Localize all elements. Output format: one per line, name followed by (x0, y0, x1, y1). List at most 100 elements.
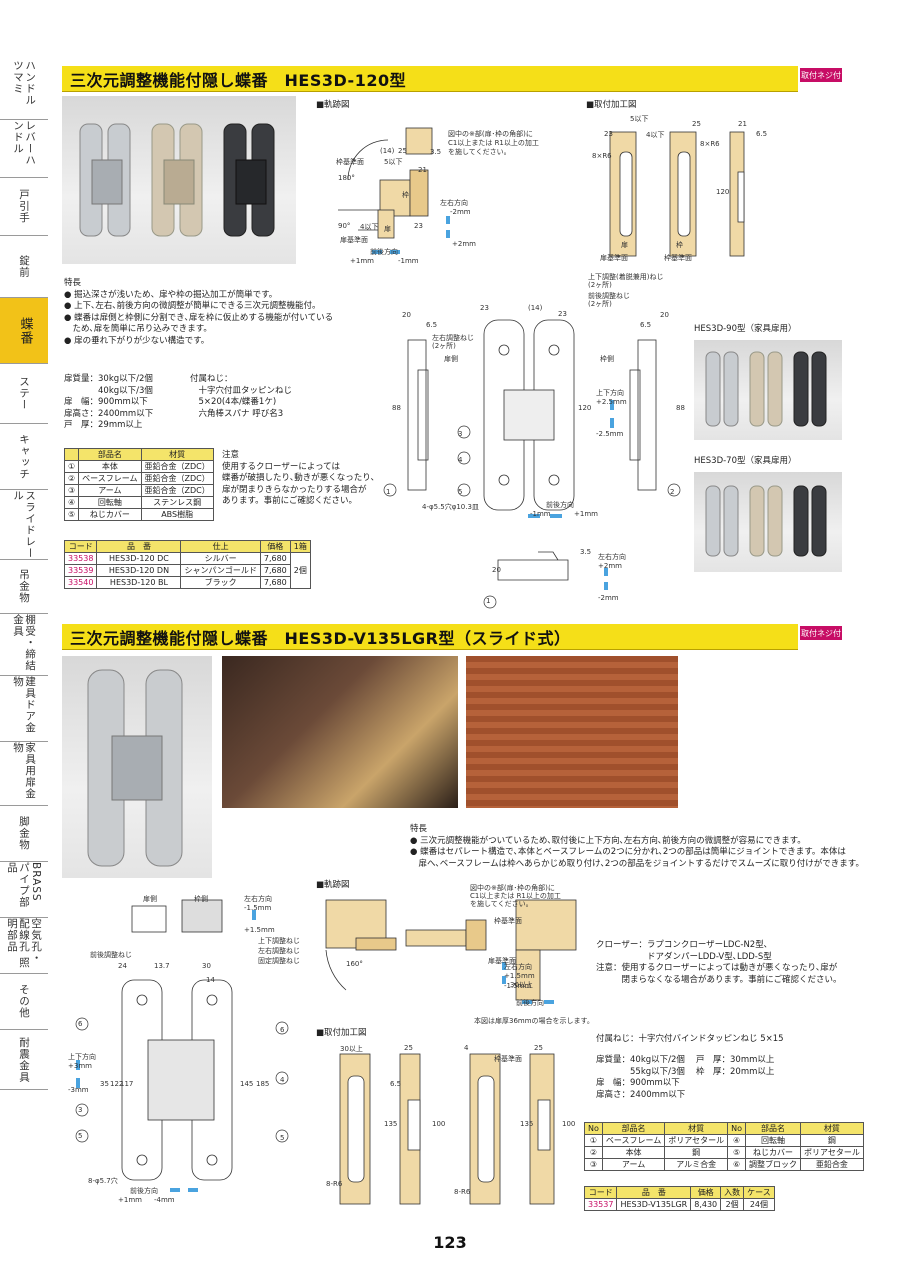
side-tab-0[interactable]: ハンドル ツマミ (0, 60, 48, 120)
s1-c-dim-88b: 88 (392, 404, 401, 412)
table-cell: ステンレス鋼 (140, 496, 214, 509)
s2-screws: 付属ねじ：十字穴付バインドタッピンねじ 5×15 (596, 1034, 784, 1044)
s1-door-side: 扉側 (444, 355, 458, 363)
side-tab-4[interactable]: 蝶番 (0, 298, 48, 364)
side-tab-label: 空気孔・配線孔 照明部品 (5, 918, 43, 969)
s1-variant1-graphic (705, 351, 827, 427)
text-line: 使用するクローザーによっては (222, 461, 340, 472)
side-tab-15[interactable]: その他 (0, 974, 48, 1030)
product-code: 33538 (63, 552, 98, 565)
s1-c-dim-20c: 20 (492, 566, 501, 574)
table-cell: 24個 (743, 1198, 775, 1211)
table-cell: シルバー (180, 552, 261, 565)
text-line: 六角棒スパナ 呼び名3 (190, 408, 284, 419)
table-cell: ベースフレーム (601, 1134, 666, 1147)
section1-heading: 三次元調整機能付隠し蝶番 HES3D-120型 (62, 66, 798, 92)
table-cell: アーム (601, 1158, 666, 1171)
table-header: 価格 (690, 1186, 722, 1199)
table-cell: ベースフレーム (78, 472, 142, 485)
side-tab-label: 吊金物 (18, 569, 31, 604)
s1-c-dim-35: 3.5 (580, 548, 592, 556)
text-line: 戸 厚：30mm以上 (696, 1055, 775, 1065)
table-cell: 調整ブロック (744, 1158, 801, 1171)
s1-m-dim-25: 25 (692, 120, 701, 128)
s2-mounting-title: ■取付加工図 (316, 1028, 367, 1038)
s1-c-dim-65b: 6.5 (640, 321, 652, 329)
box-qty: 2個 (289, 552, 311, 589)
text-line: 戸 厚：29mm以上 (64, 420, 143, 430)
s1-m-dim-4: 4以下 (646, 131, 665, 139)
s1-c-minus1: -1mm (530, 510, 551, 518)
s1-main-drawing (383, 319, 681, 609)
s1-variant2-label: HES3D-70型（家具扉用） (694, 456, 797, 466)
side-tab-3[interactable]: 錠前 (0, 236, 48, 298)
s2-plus15: +1.5mm (244, 926, 275, 934)
s1-door: 扉 (384, 225, 391, 233)
side-tab-9[interactable]: 棚受・締結金具 (0, 614, 48, 676)
text-line: 扉へ､ベースフレームは枠へあらかじめ取り付け､2つの部品をジョイントするだけでス… (410, 858, 864, 869)
s1-m-frame-ref: 枠基準面 (664, 254, 692, 262)
table-cell: 本体 (78, 460, 142, 473)
s2-lr-screw: 左右調整ねじ (258, 947, 300, 955)
s1-parts-h-name: 部品名 (78, 448, 142, 461)
s1-c-dim-88: 88 (676, 404, 685, 412)
table-cell: ④ (63, 496, 80, 509)
text-line: ドアダンパーLDD-V型､LDD-S型 (596, 951, 772, 962)
s1-m-dim-120: 120 (716, 188, 730, 196)
s1-fb-screw: 前後調整ねじ (2ヶ所) (588, 292, 630, 308)
s2-feature-list: ● 三次元調整機能がついているため､取付後に上下方向､左右方向､前後方向の微調整… (410, 836, 864, 871)
s2-updown: 上下方向 (68, 1053, 96, 1061)
side-tab-5[interactable]: ステー (0, 364, 48, 424)
s2-m-dim135b: 135 (520, 1120, 534, 1128)
table-cell: ⑤ (727, 1146, 746, 1159)
table-cell: 鋼 (664, 1146, 729, 1159)
text-line: 付属ねじ： (190, 374, 233, 384)
table-cell: ④ (727, 1134, 746, 1147)
side-tab-13[interactable]: BRASS パイプ部品 (0, 862, 48, 918)
product-photo-hes3d-120 (62, 96, 296, 264)
s2-frame: 枠側 (194, 895, 208, 903)
s2-main-drawing (75, 899, 289, 1192)
table-cell: 亜鉛合金（ZDC） (140, 460, 214, 473)
table-header: 入数 (720, 1186, 745, 1199)
side-tab-6[interactable]: キャッチ (0, 424, 48, 490)
s1-minus25: -2.5mm (596, 430, 624, 438)
hinge-photo-graphic (79, 123, 275, 237)
s1-updown-screw: 上下調整(着脱兼用)ねじ (2ヶ所) (588, 273, 664, 289)
s2-n4: 4 (280, 1076, 285, 1084)
side-tab-1[interactable]: レバーハンドル (0, 120, 48, 178)
side-tab-10[interactable]: 建具ドア金物 (0, 676, 48, 742)
side-tab-11[interactable]: 家具用扉金物 (0, 742, 48, 806)
table-cell: 回転軸 (744, 1134, 801, 1147)
side-tab-7[interactable]: スライドレール (0, 490, 48, 560)
s2-dim-137: 13.7 (154, 962, 170, 970)
table-cell: ③ (63, 484, 80, 497)
s1-price-h-box: 1箱 (289, 540, 311, 553)
s1-c-dim-23b: 23 (558, 310, 567, 318)
s1-variant1-label: HES3D-90型（家具扉用） (694, 324, 797, 334)
s1-n1: 1 (386, 488, 391, 496)
s1-c-frontback: 前後方向 (546, 501, 574, 509)
side-tab-2[interactable]: 戸引手 (0, 178, 48, 236)
s2-m-frame-ref: 枠基準面 (494, 1055, 522, 1063)
s1-m-door-ref: 扉基準面 (600, 254, 628, 262)
s1-updown: 上下方向 (596, 389, 624, 397)
side-tab-label: 錠前 (18, 255, 31, 278)
side-tab-12[interactable]: 脚金物 (0, 806, 48, 862)
s2-trajectory-drawing (325, 899, 577, 1004)
side-tab-14[interactable]: 空気孔・配線孔 照明部品 (0, 918, 48, 974)
table-header: 部品名 (601, 1122, 666, 1135)
table-header: 材質 (664, 1122, 729, 1135)
s2-dim-24: 24 (118, 962, 127, 970)
side-tab-16[interactable]: 耐震金具 (0, 1030, 48, 1090)
s1-dim-25: 25 (398, 147, 407, 155)
table-cell: ポリアセタール (799, 1146, 864, 1159)
s2-m-8r6b: 8-R6 (454, 1188, 471, 1196)
table-cell: ⑥ (727, 1158, 746, 1171)
side-tab-8[interactable]: 吊金物 (0, 560, 48, 614)
s2-m-dim65: 6.5 (390, 1080, 402, 1088)
table-header: 材質 (799, 1122, 864, 1135)
s2-dim-122: 122 (110, 1080, 124, 1088)
